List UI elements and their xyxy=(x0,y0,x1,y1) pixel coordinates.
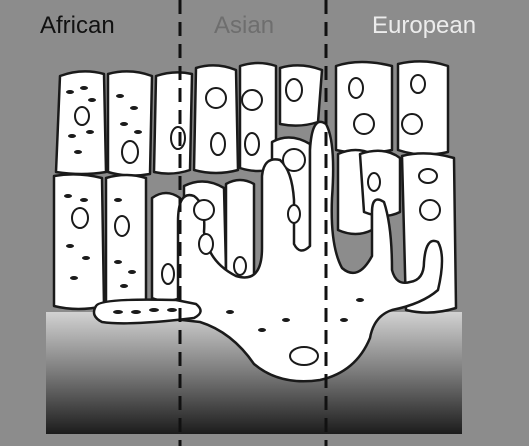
cell-european-upper-2 xyxy=(398,61,448,154)
cell-african-lower-1 xyxy=(54,174,104,309)
cell-european-upper-1 xyxy=(336,62,392,153)
cell-asian-upper-1 xyxy=(194,65,238,173)
label-asian: Asian xyxy=(214,12,274,40)
label-african: African xyxy=(40,12,115,40)
cell-african-lower-3 xyxy=(152,193,180,301)
basal-cell-african xyxy=(94,300,201,324)
cell-african-upper-3 xyxy=(154,72,192,173)
cell-asian-upper-2 xyxy=(240,63,276,171)
label-european: European xyxy=(372,12,476,40)
